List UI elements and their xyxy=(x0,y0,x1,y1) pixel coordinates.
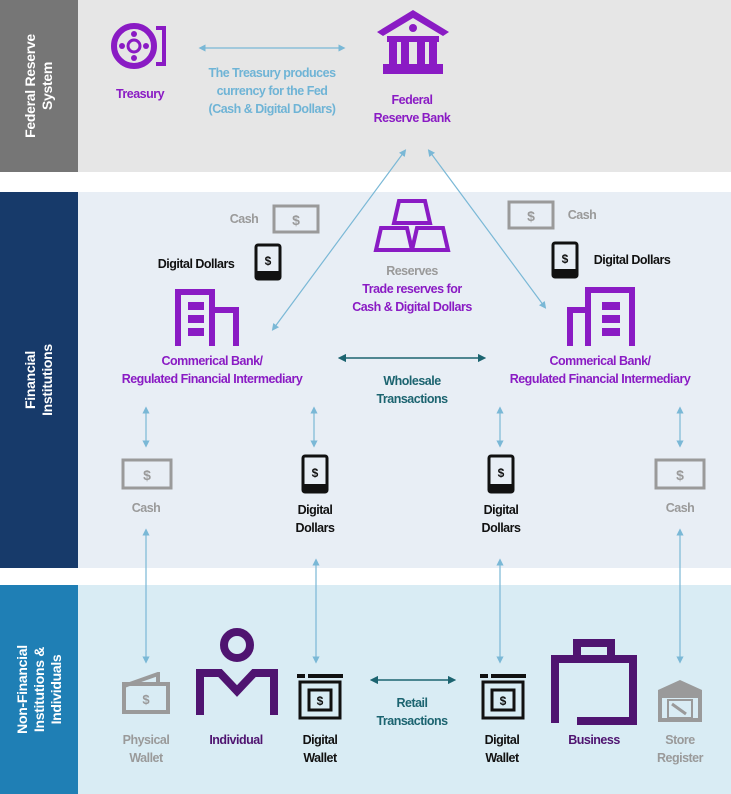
cash-icon: $ xyxy=(272,204,320,234)
digital-wallet-right-label: Digital Wallet xyxy=(484,733,520,765)
svg-text:$: $ xyxy=(500,694,507,708)
digital-wallet-icon: $ xyxy=(480,674,526,720)
svg-text:$: $ xyxy=(142,692,150,707)
band-label-financial: Financial Institutions xyxy=(0,192,78,568)
phone-dollar-icon: $ xyxy=(551,241,579,279)
commercial-bank-left-label: Commerical Bank/ Regulated Financial Int… xyxy=(121,354,303,386)
fed-right-bank-arrow xyxy=(427,149,547,309)
svg-text:$: $ xyxy=(312,466,319,480)
cash-lower-left-label: Cash xyxy=(131,501,161,515)
gold-bars-icon xyxy=(373,199,451,252)
commercial-bank-right-label: Commerical Bank/ Regulated Financial Int… xyxy=(509,354,691,386)
financial-institutions-band: Financial Institutions xyxy=(0,192,731,568)
individual-person-icon xyxy=(196,628,278,715)
physical-wallet-label: Physical Wallet xyxy=(122,733,170,765)
phone-dollar-icon: $ xyxy=(301,454,329,494)
svg-text:$: $ xyxy=(676,467,684,483)
svg-text:$: $ xyxy=(562,252,569,266)
commercial-bank-building-icon xyxy=(175,289,239,346)
svg-text:$: $ xyxy=(265,254,272,268)
reserves-description: Trade reserves for Cash & Digital Dollar… xyxy=(352,282,472,314)
digital-dollars-left-label: Digital Dollars xyxy=(157,257,235,271)
cash-left-label: Cash xyxy=(229,212,259,226)
reserves-label: Reserves xyxy=(386,264,438,278)
federal-reserve-bank-label: Federal Reserve Bank xyxy=(373,93,451,125)
physical-wallet-icon: $ xyxy=(122,672,170,714)
cash-right-label: Cash xyxy=(567,208,597,222)
digital-wallet-left-label: Digital Wallet xyxy=(302,733,338,765)
digital-dollars-right-label: Digital Dollars xyxy=(593,253,671,267)
digital-dollars-lower-right-label: Digital Dollars xyxy=(481,503,521,535)
wholesale-transactions-label: Wholesale Transactions xyxy=(376,374,448,406)
retail-transactions-label: Retail Transactions xyxy=(376,696,448,728)
svg-text:$: $ xyxy=(527,208,535,224)
business-briefcase-icon xyxy=(551,639,637,725)
federal-reserve-bank-icon xyxy=(377,10,449,74)
store-register-label: Store Register xyxy=(656,733,704,765)
commercial-bank-building-icon xyxy=(567,287,635,346)
cash-lower-right-label: Cash xyxy=(665,501,695,515)
svg-text:$: $ xyxy=(143,467,151,483)
cash-icon: $ xyxy=(654,458,706,490)
phone-dollar-icon: $ xyxy=(487,454,515,494)
store-register-icon xyxy=(658,680,702,722)
fed-left-bank-arrow xyxy=(271,149,407,331)
svg-text:$: $ xyxy=(292,212,300,228)
phone-dollar-icon: $ xyxy=(254,243,282,281)
treasury-flow-text: The Treasury produces currency for the F… xyxy=(208,66,336,116)
digital-dollars-lower-left-label: Digital Dollars xyxy=(295,503,335,535)
svg-text:$: $ xyxy=(317,694,324,708)
individual-label: Individual xyxy=(209,733,263,747)
cash-icon: $ xyxy=(507,200,555,230)
non-financial-band: Non-Financial Institutions & Individuals xyxy=(0,585,731,794)
business-label: Business xyxy=(568,733,620,747)
band-label-non-financial: Non-Financial Institutions & Individuals xyxy=(0,585,78,794)
svg-text:$: $ xyxy=(498,466,505,480)
treasury-label: Treasury xyxy=(115,87,165,101)
band-label-federal-reserve: Federal Reserve System xyxy=(0,0,78,172)
digital-wallet-icon: $ xyxy=(297,674,343,720)
treasury-vault-icon xyxy=(111,23,166,69)
cash-icon: $ xyxy=(121,458,173,490)
